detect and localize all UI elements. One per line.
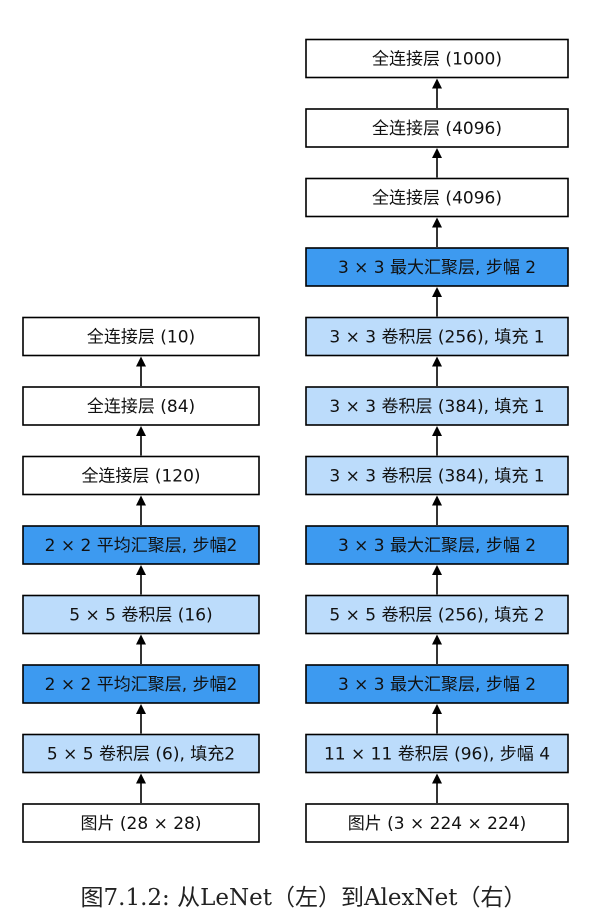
lenet-layer-box-4 <box>22 525 260 565</box>
lenet-layer-label-4: 2 × 2 平均汇聚层, 步幅2 <box>45 536 238 556</box>
lenet-layer-box-7 <box>22 316 260 357</box>
alexnet-layer-label-6: 3 × 3 卷积层 (384), 填充 1 <box>329 397 544 417</box>
lenet-column: 图片 (28 × 28) 5 × 5 卷积层 (6), 填充2 2 × 2 平均汇聚… <box>22 316 260 843</box>
lenet-layer-label-2: 2 × 2 平均汇聚层, 步幅2 <box>45 675 238 695</box>
lenet-layer-label-6: 全连接层 (84) <box>87 397 195 417</box>
alexnet-layer-box-10 <box>305 108 569 148</box>
alexnet-layer-box-4 <box>305 525 569 565</box>
lenet-layer-box-2 <box>22 664 260 704</box>
figure-caption: 图7.1.2: 从LeNet（左）到AlexNet（右） <box>80 885 527 911</box>
lenet-layer-label-5: 全连接层 (120) <box>81 467 200 487</box>
alexnet-layer-label-1: 11 × 11 卷积层 (96), 步幅 4 <box>324 745 550 765</box>
alexnet-layer-box-8 <box>305 247 569 287</box>
alexnet-layer-label-0: 图片 (3 × 224 × 224) <box>348 814 526 834</box>
alexnet-layer-box-2 <box>305 664 569 704</box>
lenet-layer-box-1 <box>22 733 260 774</box>
alexnet-layer-label-11: 全连接层 (1000) <box>372 50 502 70</box>
alexnet-layer-box-3 <box>305 594 569 635</box>
alexnet-layer-label-2: 3 × 3 最大汇聚层, 步幅 2 <box>338 675 536 695</box>
lenet-layer-label-0: 图片 (28 × 28) <box>81 814 202 834</box>
alexnet-layer-box-5 <box>305 455 569 496</box>
lenet-layer-box-6 <box>22 386 260 426</box>
lenet-layer-label-3: 5 × 5 卷积层 (16) <box>69 606 212 626</box>
alexnet-layer-label-4: 3 × 3 最大汇聚层, 步幅 2 <box>338 536 536 556</box>
alexnet-layer-box-6 <box>305 386 569 426</box>
lenet-layer-box-5 <box>22 455 260 496</box>
alexnet-column: 图片 (3 × 224 × 224) 11 × 11 卷积层 (96), 步幅 4… <box>305 38 569 843</box>
lenet-layer-box-3 <box>22 594 260 635</box>
alexnet-layer-label-8: 3 × 3 最大汇聚层, 步幅 2 <box>338 258 536 278</box>
lenet-layer-label-7: 全连接层 (10) <box>87 328 195 348</box>
alexnet-layer-box-7 <box>305 316 569 357</box>
alexnet-layer-label-7: 3 × 3 卷积层 (256), 填充 1 <box>329 328 544 348</box>
alexnet-layer-label-3: 5 × 5 卷积层 (256), 填充 2 <box>329 606 544 626</box>
alexnet-layer-box-1 <box>305 733 569 774</box>
alexnet-layer-box-0 <box>305 803 569 843</box>
alexnet-layer-label-9: 全连接层 (4096) <box>372 189 502 209</box>
alexnet-layer-box-9 <box>305 177 569 218</box>
lenet-layer-box-0 <box>22 803 260 843</box>
alexnet-layer-label-5: 3 × 3 卷积层 (384), 填充 1 <box>329 467 544 487</box>
lenet-layer-label-1: 5 × 5 卷积层 (6), 填充2 <box>47 745 235 765</box>
alexnet-layer-box-11 <box>305 38 569 79</box>
alexnet-layer-label-10: 全连接层 (4096) <box>372 119 502 139</box>
